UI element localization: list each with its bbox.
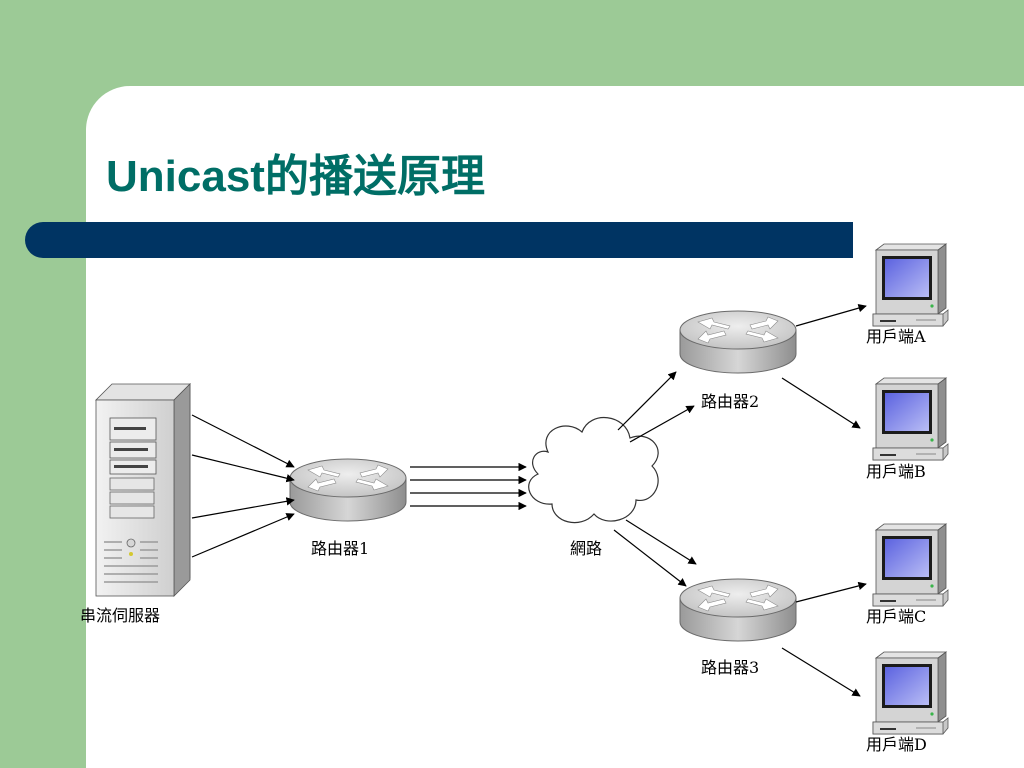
router2-to-client-a-arrow: [795, 304, 867, 327]
router-1-icon: [289, 458, 407, 522]
network-cloud-icon: [528, 417, 659, 524]
client-c-computer-icon: [872, 523, 949, 607]
client-d-computer-icon: [872, 651, 949, 735]
router-2-label: 路由器2: [701, 392, 760, 411]
client-b-computer-icon: [872, 377, 949, 461]
network-to-router3-arrow: [613, 529, 687, 587]
streaming-server-icon: [95, 383, 191, 597]
router-3-label: 路由器3: [701, 658, 760, 677]
client-b-label: 用戶端B: [866, 462, 926, 481]
client-c-label: 用戶端C: [866, 607, 927, 626]
server-to-router1-arrow: [191, 513, 295, 558]
title-underline-bar: [25, 222, 853, 258]
network-to-router3-arrow: [625, 519, 697, 565]
server-to-router1-arrow: [191, 414, 295, 468]
router2-to-client-b-arrow: [781, 377, 861, 429]
slide-title: Unicast的播送原理: [106, 152, 485, 201]
slide-background: [86, 86, 1024, 768]
client-a-computer-icon: [872, 243, 949, 327]
router3-to-client-c-arrow: [795, 581, 867, 603]
server-to-router1-arrow: [191, 497, 295, 519]
router-1-label: 路由器1: [311, 539, 370, 558]
network-to-router2-arrow: [629, 405, 695, 443]
client-d-label: 用戶端D: [866, 735, 927, 754]
server-to-router1-arrow: [191, 454, 295, 483]
client-a-label: 用戶端A: [866, 327, 926, 346]
router3-to-client-d-arrow: [781, 647, 861, 697]
network-to-router2-arrow: [617, 371, 677, 431]
server-label: 串流伺服器: [80, 606, 161, 625]
router-3-icon: [679, 578, 797, 642]
router-2-icon: [679, 310, 797, 374]
network-label: 網路: [570, 539, 603, 558]
